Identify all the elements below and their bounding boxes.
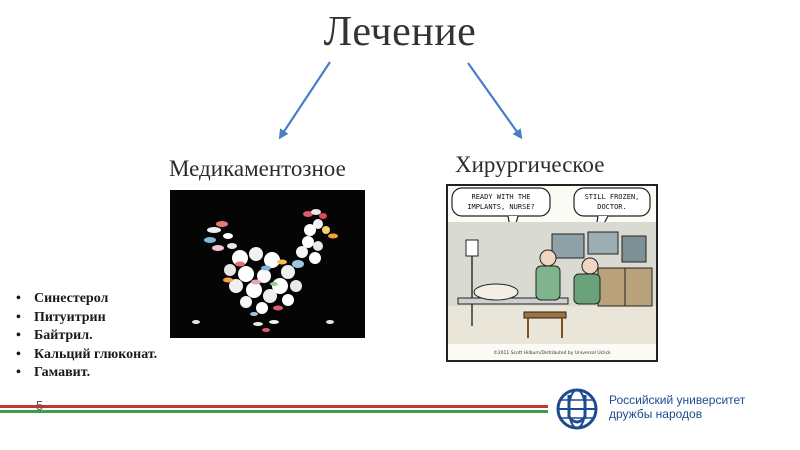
arrow-left bbox=[278, 61, 331, 140]
surgery-cartoon-illustration: READY WITH THE IMPLANTS, NURSE? STILL FR… bbox=[448, 187, 656, 356]
label-medication: Медикаментозное bbox=[169, 156, 346, 181]
slide-title: Лечение bbox=[323, 9, 477, 55]
footer-band-green bbox=[0, 410, 548, 413]
drug-item: Кальций глюконат. bbox=[12, 346, 157, 365]
bubble-left-line2: IMPLANTS, NURSE? bbox=[467, 203, 534, 211]
footer-band-red bbox=[0, 405, 548, 408]
arrow-right bbox=[467, 62, 523, 140]
drug-list: Синестерол Питуитрин Байтрил. Кальций гл… bbox=[12, 290, 157, 383]
drug-item: Байтрил. bbox=[12, 327, 157, 346]
pills-chicken-image bbox=[170, 190, 365, 338]
bubble-left-line1: READY WITH THE bbox=[471, 193, 530, 201]
drug-item: Питуитрин bbox=[12, 309, 157, 328]
drug-item: Гамавит. bbox=[12, 364, 157, 383]
bubble-right-line1: STILL FROZEN, bbox=[585, 193, 640, 201]
footer-band-white bbox=[0, 408, 548, 410]
pills-chicken-illustration bbox=[192, 209, 338, 332]
label-surgical: Хирургическое bbox=[455, 152, 605, 177]
drug-item: Синестерол bbox=[12, 290, 157, 309]
bubble-right-line2: DOCTOR. bbox=[597, 203, 627, 211]
comic-credit: ©2011 Scott Hilburn/Distributed by Unive… bbox=[493, 349, 611, 356]
rudn-globe-logo-icon bbox=[556, 388, 598, 430]
surgery-cartoon-image: READY WITH THE IMPLANTS, NURSE? STILL FR… bbox=[446, 184, 658, 362]
university-name-line1: Российский университет bbox=[609, 393, 746, 407]
university-name: Российский университет дружбы народов bbox=[609, 393, 745, 421]
page-number: 5 bbox=[36, 398, 44, 413]
university-name-line2: дружбы народов bbox=[609, 407, 703, 421]
